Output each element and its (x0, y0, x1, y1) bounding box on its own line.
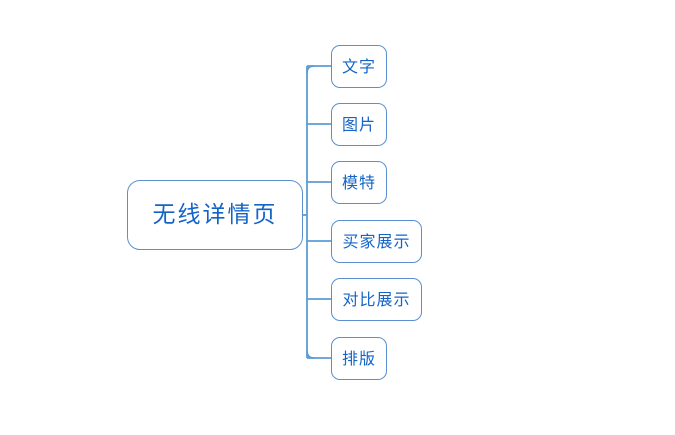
child-node-1[interactable]: 文字 (331, 45, 387, 88)
node-label: 无线详情页 (152, 201, 278, 228)
child-node-3[interactable]: 模特 (331, 161, 387, 204)
node-label: 排版 (341, 348, 376, 368)
child-node-2[interactable]: 图片 (331, 103, 387, 146)
child-node-5[interactable]: 对比展示 (331, 278, 422, 321)
trunk-top-corner (306, 65, 315, 74)
node-label: 买家展示 (342, 231, 411, 251)
trunk-bottom-corner (306, 350, 315, 359)
node-label: 对比展示 (342, 289, 411, 309)
child-node-6[interactable]: 排版 (331, 337, 387, 380)
node-label: 文字 (341, 56, 376, 76)
child-node-4[interactable]: 买家展示 (331, 220, 422, 263)
node-label: 图片 (341, 114, 376, 134)
root-node-wireless-detail-page[interactable]: 无线详情页 (127, 180, 303, 250)
node-label: 模特 (341, 172, 376, 192)
